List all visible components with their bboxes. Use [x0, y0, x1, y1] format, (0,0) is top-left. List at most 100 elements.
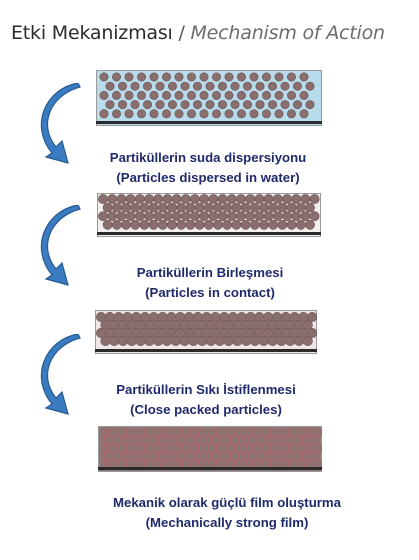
particle [302, 320, 313, 330]
film-cell [135, 428, 145, 437]
film-cell [239, 436, 249, 445]
particle [263, 194, 274, 204]
film-cell [221, 436, 231, 445]
particle [199, 211, 210, 222]
particle [199, 194, 210, 204]
substrate-line [98, 467, 322, 470]
particle [187, 90, 197, 100]
particle [107, 211, 118, 222]
particle [193, 81, 203, 91]
particle [99, 109, 109, 119]
particle [168, 81, 178, 91]
particle [197, 335, 208, 346]
particle [98, 211, 108, 222]
particle [125, 194, 136, 204]
film-cell [239, 452, 249, 461]
film-cell [288, 444, 298, 453]
film-cell [171, 444, 181, 453]
film-cell [261, 444, 271, 453]
particle [124, 72, 134, 82]
film-cell [203, 452, 213, 461]
particle [203, 202, 214, 213]
particle [167, 219, 177, 230]
film-cell [261, 428, 271, 437]
particle [180, 100, 190, 110]
film-cell [113, 436, 123, 445]
film-cell [171, 428, 181, 437]
particle [162, 90, 172, 100]
film-cell [108, 444, 118, 453]
particle [286, 202, 297, 213]
film-cell [252, 428, 262, 437]
particle [268, 202, 279, 213]
particle [241, 335, 252, 346]
film-cell [185, 436, 195, 445]
film-cell [108, 428, 118, 437]
particle [237, 72, 247, 82]
particle [190, 211, 200, 222]
particle [105, 100, 115, 110]
particle [299, 90, 309, 100]
particle [194, 202, 205, 213]
particle [149, 109, 159, 119]
film-cell [288, 428, 298, 437]
particle [187, 72, 197, 82]
particle [231, 202, 242, 213]
curved-down-right-arrow-icon [40, 334, 81, 415]
particle [155, 100, 165, 110]
film-cell [117, 428, 127, 437]
particle [230, 81, 240, 91]
particle [263, 211, 274, 222]
particle [117, 335, 128, 346]
particle [168, 100, 178, 110]
film-cell [167, 452, 177, 461]
particle [274, 90, 284, 100]
film-cell [198, 428, 208, 437]
particle [305, 100, 315, 110]
particle [250, 335, 261, 346]
particle [144, 194, 154, 204]
particle [249, 219, 260, 230]
film-cell [293, 436, 303, 445]
particle [224, 90, 234, 100]
particle [285, 335, 296, 346]
particle [291, 194, 302, 204]
particle [130, 219, 141, 230]
particle [199, 72, 209, 82]
particle [255, 100, 265, 110]
title-separator: / [178, 22, 185, 44]
film-cell [207, 444, 217, 453]
particle [262, 90, 272, 100]
particle [243, 100, 253, 110]
curved-down-right-arrow-icon [40, 205, 81, 286]
particle [111, 219, 122, 230]
film-cell [306, 444, 316, 453]
film-cell [153, 444, 163, 453]
particle [280, 81, 290, 91]
film-cell [293, 452, 303, 461]
particle [111, 72, 121, 82]
particle [162, 211, 173, 222]
particle [157, 202, 168, 213]
film-cell [311, 452, 321, 461]
film-cell [230, 436, 240, 445]
film-cell [248, 436, 258, 445]
particle [157, 219, 168, 230]
film-cell [176, 436, 186, 445]
film-cell [185, 452, 195, 461]
film-cell [234, 444, 244, 453]
particle [149, 72, 159, 82]
film-cell [194, 436, 204, 445]
film-cell [279, 444, 289, 453]
stage-close-packed-panel [95, 310, 317, 354]
particle [205, 100, 215, 110]
particle [243, 81, 253, 91]
film-cell [311, 436, 321, 445]
film-cell [257, 436, 267, 445]
particle [139, 219, 150, 230]
particle [174, 90, 184, 100]
particle [170, 335, 181, 346]
particle [226, 211, 237, 222]
film-cell [144, 444, 154, 453]
film-cell [248, 452, 258, 461]
